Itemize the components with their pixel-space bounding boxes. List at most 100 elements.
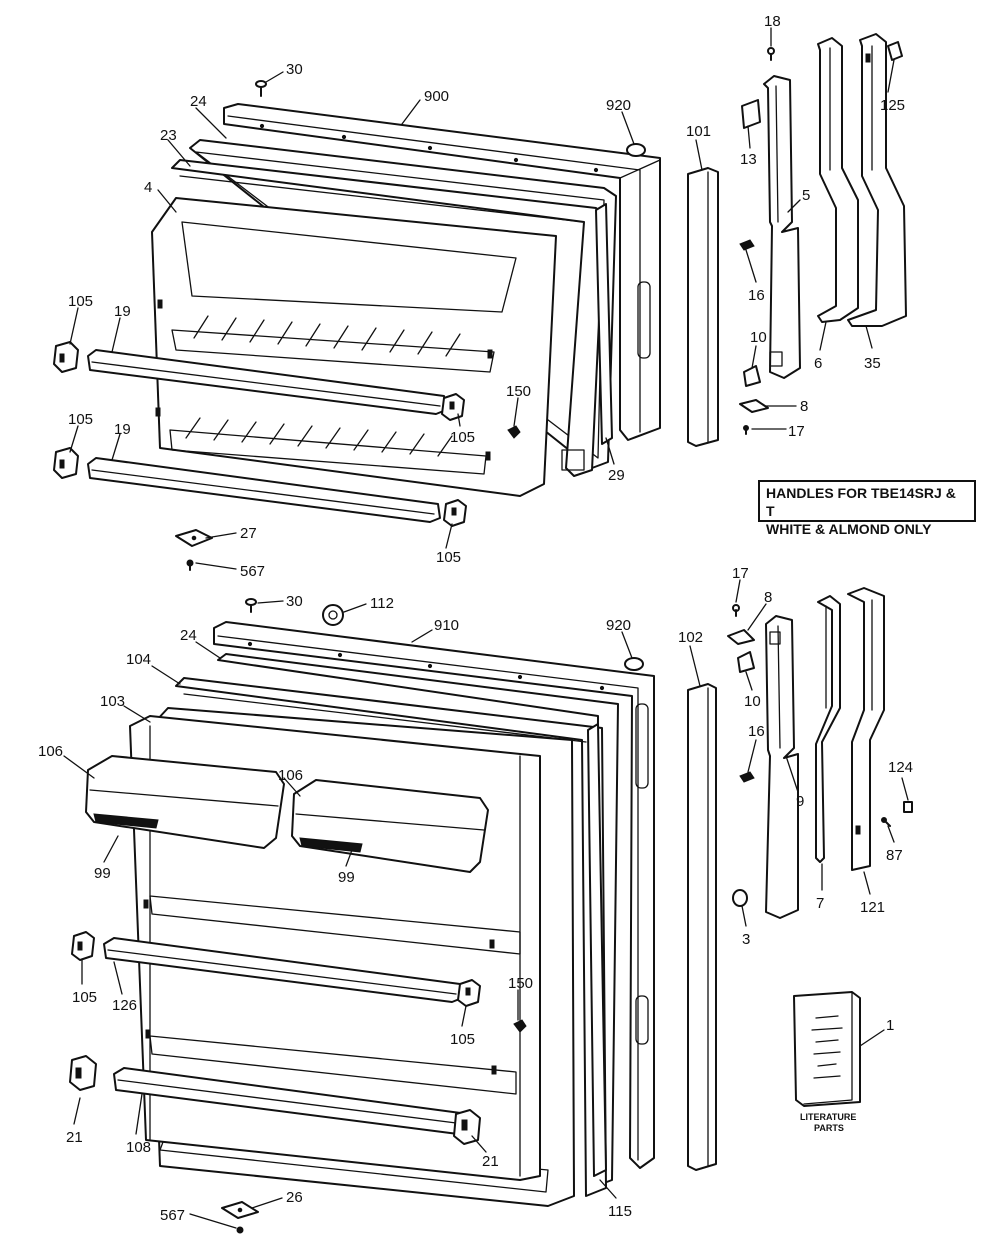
literature-label-line1: LITERATURE [800, 1112, 856, 1122]
door-bin-106-left [85, 755, 285, 849]
fresh-food-door-seal-115 [587, 723, 607, 1177]
freezer-door-assembly [53, 80, 719, 571]
callout-105-freezer-d: 105 [436, 549, 461, 566]
lower-screw-87 [881, 817, 891, 827]
callout-105-fresh-a: 105 [72, 989, 97, 1006]
freezer-shelf-bar-lower-19 [87, 457, 441, 523]
lower-hinge-9 [765, 615, 799, 919]
callout-101: 101 [686, 123, 711, 140]
lower-handle-group: LITERATURE PARTS [727, 587, 913, 1133]
fresh-food-door-assembly [69, 598, 717, 1234]
upper-handle-group [739, 33, 907, 435]
fresh-food-frame-104 [175, 677, 607, 1197]
lower-bumper-10 [737, 651, 755, 673]
upper-screw-18 [767, 47, 775, 61]
callout-106-b: 106 [278, 767, 303, 784]
lower-clip-124 [903, 801, 913, 813]
callout-16-upper: 16 [748, 287, 765, 304]
callout-99-b: 99 [338, 869, 355, 886]
callout-112: 112 [370, 595, 394, 612]
fresh-food-screw-567 [236, 1226, 244, 1234]
lower-cap-3 [732, 889, 748, 907]
handle-note-line1: HANDLES FOR TBE14SRJ & T [766, 485, 956, 519]
fresh-food-gasket-24 [217, 653, 619, 1187]
callout-150-upper: 150 [506, 383, 531, 400]
callout-920-upper: 920 [606, 97, 631, 114]
freezer-screw-150 [507, 425, 521, 439]
freezer-plug-920 [626, 143, 646, 157]
callout-13: 13 [740, 151, 757, 168]
callout-105-freezer-a: 105 [68, 293, 93, 310]
callout-35: 35 [864, 355, 881, 372]
freezer-frame-23 [171, 159, 605, 477]
fresh-food-screw-30 [245, 598, 257, 613]
callout-150-lower: 150 [508, 975, 533, 992]
callout-106-a: 106 [38, 743, 63, 760]
upper-screw-16 [739, 239, 755, 251]
callout-124: 124 [888, 759, 913, 776]
callout-126: 126 [112, 997, 137, 1014]
callout-26: 26 [286, 1189, 303, 1206]
freezer-screw-567 [186, 559, 194, 571]
callout-87: 87 [886, 847, 903, 864]
upper-cap-13 [741, 99, 761, 129]
callout-105-freezer-b: 105 [450, 429, 475, 446]
freezer-screw-30 [255, 80, 267, 97]
upper-hinge-5 [763, 75, 801, 379]
fresh-food-clip-21b [453, 1109, 481, 1145]
callout-30-lower: 30 [286, 593, 303, 610]
freezer-hinge-cover-27 [175, 529, 213, 547]
fresh-food-button-112 [322, 604, 344, 626]
callout-8-lower: 8 [764, 589, 772, 606]
callout-3: 3 [742, 931, 750, 948]
callout-23: 23 [160, 127, 177, 144]
door-bin-106-right [291, 779, 489, 873]
callout-103: 103 [100, 693, 125, 710]
fresh-food-clip-105b [457, 979, 481, 1007]
callout-24-lower: 24 [180, 627, 197, 644]
fresh-food-outer-door-910 [213, 621, 655, 1169]
literature-label-line2: PARTS [814, 1123, 844, 1133]
upper-screw-17 [743, 425, 749, 435]
callout-115: 115 [608, 1203, 632, 1220]
callout-567-upper: 567 [240, 563, 265, 580]
callout-567-lower: 567 [160, 1207, 185, 1224]
freezer-door-seal-29 [595, 203, 613, 445]
callout-10-lower: 10 [744, 693, 761, 710]
fresh-food-breaker-strip-102 [687, 683, 717, 1171]
handle-6 [817, 37, 859, 323]
callout-19-lower: 19 [114, 421, 131, 438]
freezer-shelf-clip-105a [53, 341, 79, 373]
callout-21-b: 21 [482, 1153, 499, 1170]
callout-27: 27 [240, 525, 257, 542]
callout-105-fresh-b: 105 [450, 1031, 475, 1048]
handle-note-line2: WHITE & ALMOND ONLY [766, 521, 932, 537]
fresh-food-clip-21a [69, 1055, 97, 1091]
callout-121: 121 [860, 899, 885, 916]
freezer-outer-door-900 [223, 103, 661, 441]
callout-4: 4 [144, 179, 152, 196]
upper-bumper-10 [743, 365, 761, 387]
callout-5: 5 [802, 187, 810, 204]
callout-19-upper: 19 [114, 303, 131, 320]
callout-21-a: 21 [66, 1129, 83, 1146]
callout-17-upper: 17 [788, 423, 805, 440]
callout-108: 108 [126, 1139, 151, 1156]
callout-8-upper: 8 [800, 398, 808, 415]
fresh-food-plug-920 [624, 657, 644, 671]
handle-note-box: HANDLES FOR TBE14SRJ & T WHITE & ALMOND … [758, 480, 976, 537]
freezer-inner-liner-4 [151, 197, 557, 497]
callout-99-a: 99 [94, 865, 111, 882]
callout-6: 6 [814, 355, 822, 372]
callout-24-upper: 24 [190, 93, 207, 110]
fresh-food-clip-105a [71, 931, 95, 961]
freezer-shelf-clip-105c [53, 447, 79, 479]
callout-16-lower: 16 [748, 723, 765, 740]
handle-35 [847, 33, 907, 327]
callout-105-freezer-c: 105 [68, 411, 93, 428]
callout-10-upper: 10 [750, 329, 767, 346]
lower-screw-16 [739, 771, 755, 783]
callout-9: 9 [796, 793, 804, 810]
freezer-breaker-strip-101 [687, 167, 719, 447]
